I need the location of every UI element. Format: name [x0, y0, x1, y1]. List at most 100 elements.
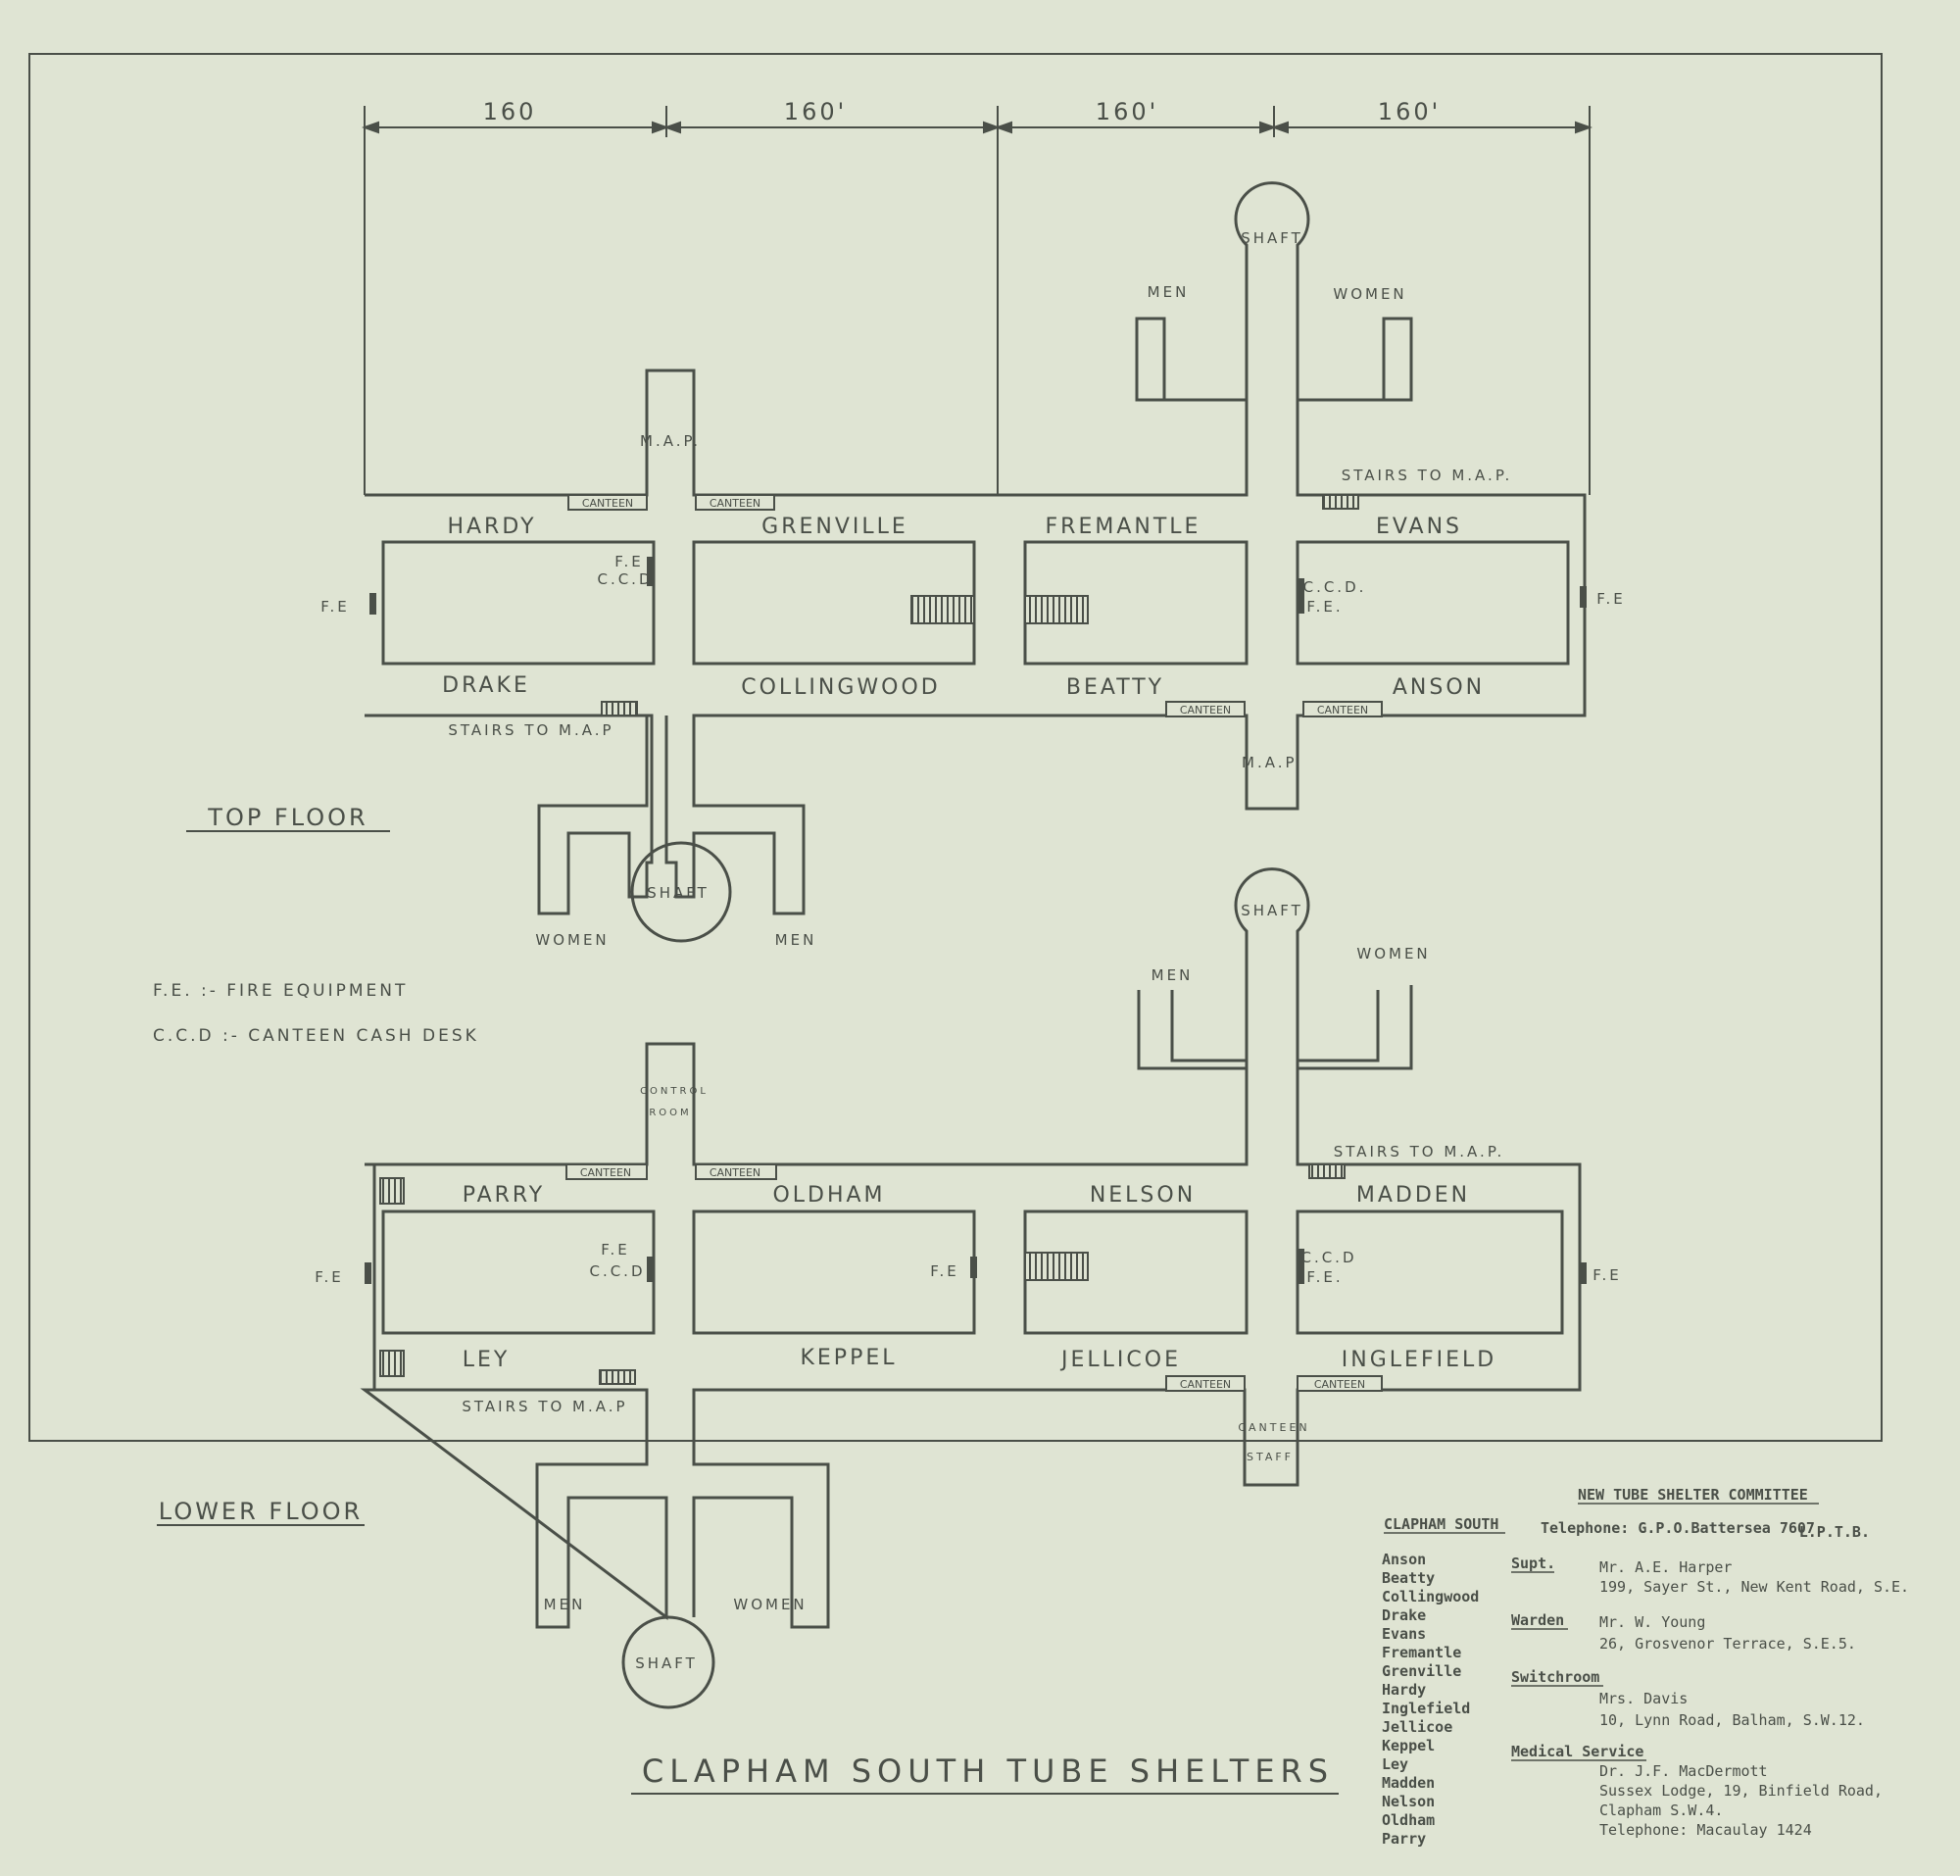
warden-address: 26, Grosvenor Terrace, S.E.5. — [1599, 1635, 1856, 1653]
women-label: WOMEN — [535, 931, 609, 949]
fire-equipment-marks — [365, 1249, 1587, 1284]
stairs-icon — [1024, 595, 1089, 624]
dimension-label-3: 160' — [1096, 98, 1158, 125]
bay-label-ley: LEY — [463, 1348, 511, 1372]
canteen-label: CANTEEN — [580, 1166, 631, 1179]
stairs-icon — [1308, 1163, 1346, 1179]
lptb-label: L.P.T.B. — [1799, 1523, 1870, 1541]
medical-name: Dr. J.F. MacDermott — [1599, 1762, 1768, 1780]
ccd-label: C.C.D. — [1303, 578, 1367, 596]
shelter-name: Madden — [1382, 1774, 1435, 1792]
bay-label-parry: PARRY — [463, 1183, 546, 1208]
dimension-label-1: 160 — [483, 98, 537, 125]
shelter-name: Collingwood — [1382, 1588, 1479, 1605]
dimension-label-4: 160' — [1378, 98, 1441, 125]
men-label: MEN — [544, 1596, 586, 1613]
canteen-label: CANTEEN — [1180, 1378, 1231, 1391]
bay-label-hardy: HARDY — [447, 515, 536, 539]
stairs-icon — [379, 1350, 405, 1377]
shelter-name: Drake — [1382, 1606, 1426, 1624]
canteen-label: CANTEEN — [1317, 704, 1368, 716]
canteen-label: CANTEEN — [710, 497, 760, 510]
warden-name: Mr. W. Young — [1599, 1613, 1705, 1631]
fe-label: F.E — [315, 1268, 343, 1286]
stairs-icon — [599, 1369, 636, 1385]
switchroom-address: 10, Lynn Road, Balham, S.W.12. — [1599, 1711, 1865, 1729]
fe-label: F.E — [320, 598, 349, 616]
shelter-name: Nelson — [1382, 1793, 1435, 1810]
shelter-name: Beatty — [1382, 1569, 1435, 1587]
medical-telephone: Telephone: Macaulay 1424 — [1599, 1821, 1812, 1839]
fire-equipment-marks — [369, 557, 1587, 615]
shelter-name: Oldham — [1382, 1811, 1435, 1829]
bay-label-nelson: NELSON — [1090, 1183, 1196, 1208]
lower-floor-caption: LOWER FLOOR — [159, 1498, 363, 1525]
stairs-icon — [601, 701, 638, 716]
shaft-label: SHAFT — [1241, 229, 1303, 247]
switchroom-name: Mrs. Davis — [1599, 1690, 1688, 1707]
ccd-label: C.C.D — [1300, 1249, 1356, 1266]
shelter-name: Fremantle — [1382, 1644, 1461, 1661]
bay-label-anson: ANSON — [1393, 675, 1485, 700]
fe-label: F.E — [930, 1262, 958, 1280]
bay-label-grenville: GRENVILLE — [761, 515, 908, 539]
top-floor-caption: TOP FLOOR — [207, 804, 368, 831]
shelter-name: Hardy — [1382, 1681, 1426, 1699]
fe-label: F.E. — [1306, 598, 1343, 616]
bay-label-oldham: OLDHAM — [772, 1183, 885, 1208]
canteen-staff-label: STAFF — [1247, 1451, 1294, 1463]
canteen-label: CANTEEN — [582, 497, 633, 510]
station-heading: CLAPHAM SOUTH — [1384, 1515, 1498, 1533]
shelter-name: Keppel — [1382, 1737, 1435, 1754]
fe-label: F.E. — [1306, 1268, 1343, 1286]
bay-label-fremantle: FREMANTLE — [1046, 515, 1201, 539]
map-label: M.A.P. — [640, 432, 701, 450]
medical-address-1: Sussex Lodge, 19, Binfield Road, — [1599, 1782, 1883, 1800]
shelter-name: Jellicoe — [1382, 1718, 1452, 1736]
stairs-label: STAIRS TO M.A.P — [462, 1398, 627, 1415]
switchroom-label: Switchroom — [1511, 1668, 1599, 1686]
bay-label-madden: MADDEN — [1356, 1183, 1470, 1208]
fe-label: F.E — [601, 1241, 629, 1259]
legend-fire-equipment: F.E. :- FIRE EQUIPMENT — [153, 981, 408, 1001]
bay-label-collingwood: COLLINGWOOD — [741, 675, 941, 700]
shelter-name: Grenville — [1382, 1662, 1461, 1680]
sheet-border — [28, 53, 1883, 1442]
bay-label-beatty: BEATTY — [1066, 675, 1164, 700]
canteen-label: CANTEEN — [1314, 1378, 1365, 1391]
telephone-line: Telephone: G.P.O.Battersea 7607 — [1541, 1519, 1815, 1537]
shaft-label: SHAFT — [647, 884, 710, 902]
stairs-label: STAIRS TO M.A.P — [448, 721, 613, 739]
committee-heading: NEW TUBE SHELTER COMMITTEE — [1578, 1486, 1808, 1504]
top-floor-canteens — [567, 494, 1383, 717]
fe-label: F.E — [614, 553, 643, 570]
legend-canteen-cash-desk: C.C.D :- CANTEEN CASH DESK — [153, 1026, 479, 1046]
shelter-name: Parry — [1382, 1830, 1426, 1848]
shelter-name: Anson — [1382, 1551, 1426, 1568]
fe-label: F.E — [1596, 590, 1625, 608]
warden-label: Warden — [1511, 1611, 1564, 1629]
stairs-label: STAIRS TO M.A.P. — [1342, 467, 1513, 484]
bay-label-evans: EVANS — [1376, 515, 1462, 539]
medical-label: Medical Service — [1511, 1743, 1643, 1760]
men-label: MEN — [775, 931, 817, 949]
supt-name: Mr. A.E. Harper — [1599, 1558, 1732, 1576]
stairs-icon — [1322, 494, 1359, 510]
control-room-label: CONTROL — [640, 1086, 709, 1097]
women-label: WOMEN — [1333, 285, 1406, 303]
stairs-icon — [379, 1177, 405, 1205]
control-room-label: ROOM — [649, 1108, 691, 1118]
sheet-title: CLAPHAM SOUTH TUBE SHELTERS — [642, 1753, 1334, 1790]
women-label: WOMEN — [1356, 945, 1430, 963]
men-label: MEN — [1152, 966, 1194, 984]
map-label: M.A.P. — [1242, 754, 1302, 771]
bay-label-inglefield: INGLEFIELD — [1342, 1348, 1496, 1372]
lower-floor-walls — [360, 867, 1582, 1709]
stairs-icon — [910, 595, 975, 624]
canteen-staff-label: CANTEEN — [1238, 1421, 1309, 1434]
shaft-label: SHAFT — [635, 1654, 698, 1672]
bay-label-drake: DRAKE — [442, 673, 530, 698]
shelter-name: Inglefield — [1382, 1700, 1470, 1717]
shelter-name: Ley — [1382, 1755, 1408, 1773]
medical-address-2: Clapham S.W.4. — [1599, 1802, 1723, 1819]
